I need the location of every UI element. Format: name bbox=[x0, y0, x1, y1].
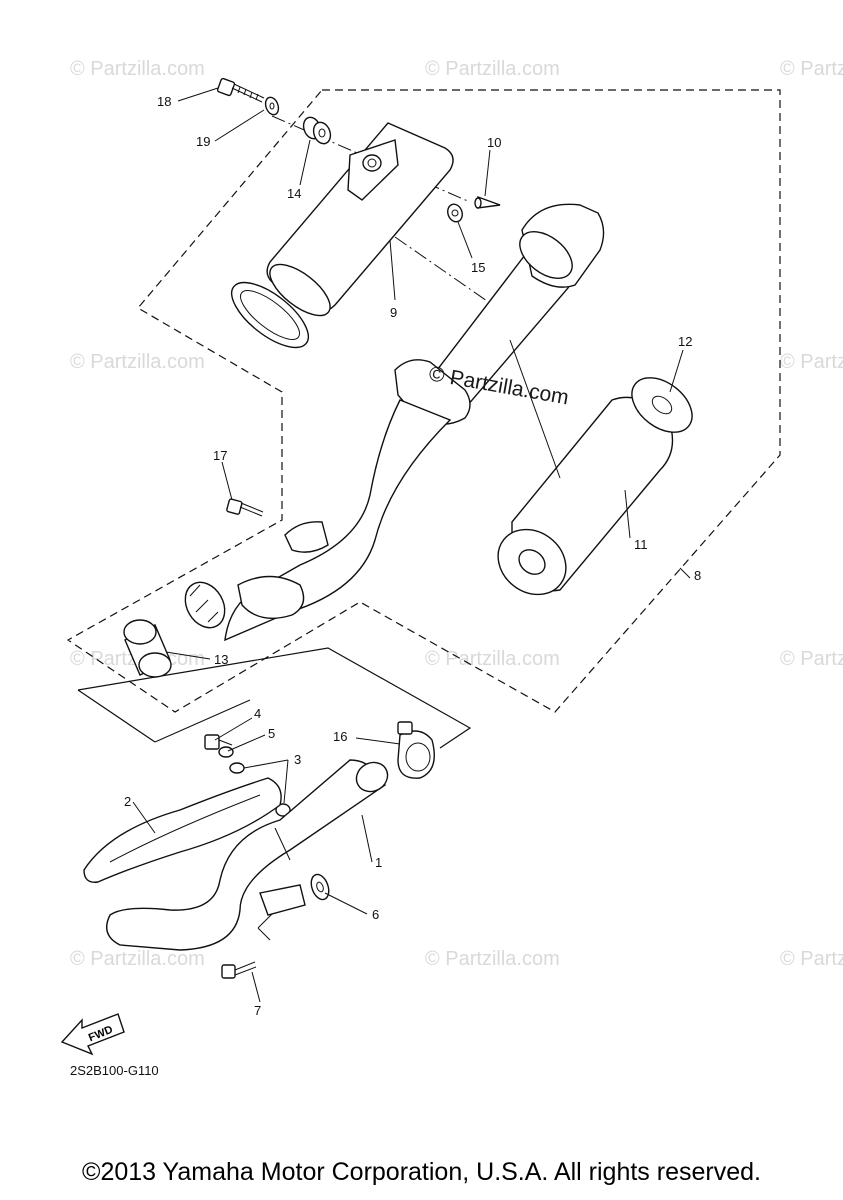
watermark: © Partzilla.com bbox=[425, 648, 560, 670]
muffler-cover-9 bbox=[266, 122, 454, 317]
callout-11: 11 bbox=[634, 537, 648, 552]
bolt-4 bbox=[204, 734, 233, 750]
leader-lines bbox=[132, 87, 691, 1003]
grommet-14 bbox=[302, 116, 332, 145]
gasket-6 bbox=[310, 873, 330, 901]
watermark: © Partzilla.com bbox=[70, 948, 205, 970]
front-pipe-group-boundary bbox=[77, 647, 472, 749]
callout-9: 9 bbox=[390, 305, 397, 320]
callout-12: 12 bbox=[678, 334, 692, 349]
protector-2 bbox=[83, 777, 282, 883]
callout-19: 19 bbox=[196, 134, 210, 149]
callout-2: 2 bbox=[124, 794, 131, 809]
silencer-pipe bbox=[184, 203, 605, 642]
callout-16: 16 bbox=[333, 729, 347, 744]
callout-15: 15 bbox=[471, 260, 485, 275]
callout-18: 18 bbox=[157, 94, 171, 109]
callout-14: 14 bbox=[287, 186, 301, 201]
end-gasket bbox=[231, 281, 309, 349]
bolt-17 bbox=[226, 498, 264, 517]
callout-10: 10 bbox=[487, 135, 501, 150]
watermark: © Partzilla.com bbox=[70, 58, 205, 80]
gasket-13 bbox=[123, 619, 172, 678]
watermark: © Partzilla.com bbox=[425, 58, 560, 80]
callout-5: 5 bbox=[268, 726, 275, 741]
washer-3 bbox=[229, 762, 291, 817]
clamp-16 bbox=[397, 721, 435, 779]
watermark: © Partzilla.com bbox=[780, 948, 843, 970]
exhaust-pipe-1 bbox=[106, 759, 389, 951]
watermark: © Partzilla.com bbox=[780, 351, 843, 373]
callout-labels: 1 2 3 4 5 6 7 8 9 10 11 12 13 14 15 16 1… bbox=[124, 94, 701, 1018]
muffler-assembly-boundary bbox=[66, 89, 781, 713]
fwd-arrow-icon: FWD bbox=[60, 1013, 125, 1056]
watermark: © Partzilla.com bbox=[780, 58, 843, 80]
callout-6: 6 bbox=[372, 907, 379, 922]
callout-17: 17 bbox=[213, 448, 227, 463]
callout-7: 7 bbox=[254, 1003, 261, 1018]
bolt-18 bbox=[216, 77, 265, 103]
callout-8: 8 bbox=[694, 568, 701, 583]
gasket-12 bbox=[631, 377, 693, 433]
diagram-code: 2S2B100-G110 bbox=[70, 1063, 159, 1078]
callout-13: 13 bbox=[214, 652, 228, 667]
muffler-packing-11 bbox=[497, 396, 674, 596]
grommet-15 bbox=[447, 203, 463, 223]
washer-5 bbox=[218, 746, 234, 758]
callout-3: 3 bbox=[294, 752, 301, 767]
callout-1: 1 bbox=[375, 855, 382, 870]
copyright-notice: ©2013 Yamaha Motor Corporation, U.S.A. A… bbox=[82, 1158, 761, 1186]
washer-19 bbox=[264, 96, 280, 116]
watermark-layer: © Partzilla.com © Partzilla.com © Partzi… bbox=[70, 58, 843, 970]
watermark: © Partzilla.com bbox=[70, 351, 205, 373]
muffler-centerline bbox=[394, 236, 501, 311]
watermark: © Partzilla.com bbox=[780, 648, 843, 670]
front-pipe-group-edge bbox=[154, 699, 251, 743]
bolt-7 bbox=[221, 961, 257, 979]
callout-4: 4 bbox=[254, 706, 261, 721]
watermark: © Partzilla.com bbox=[425, 948, 560, 970]
pin-10 bbox=[474, 196, 501, 209]
